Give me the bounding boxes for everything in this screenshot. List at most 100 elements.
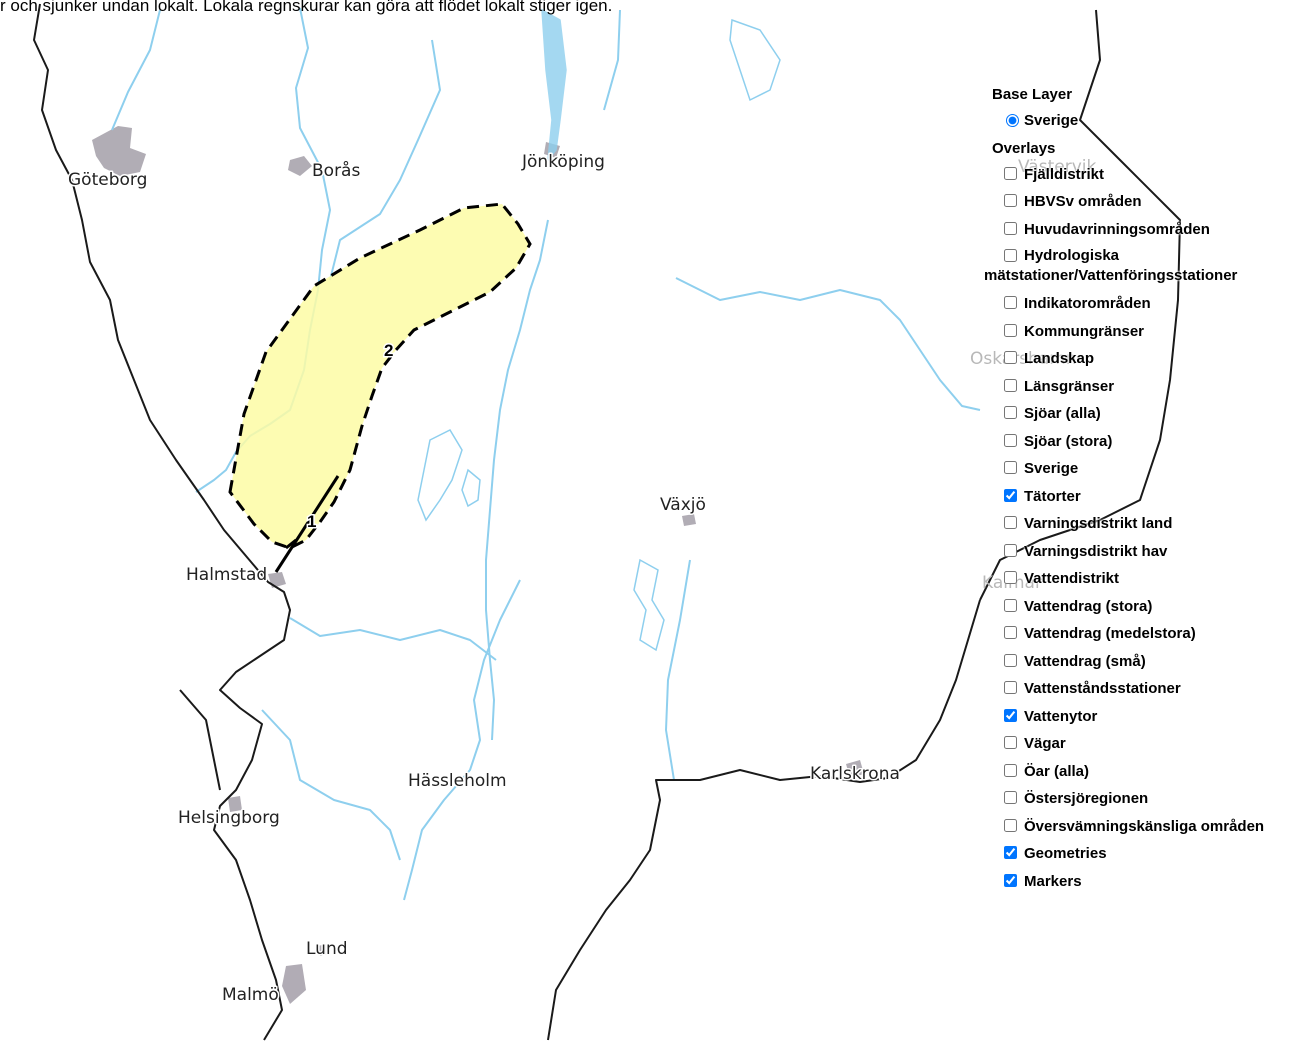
overlay-checkbox[interactable] [1004,433,1017,447]
overlay-label[interactable]: Hydrologiska mätstationer/Vattenföringss… [984,247,1238,284]
town-label: Jönköping [521,152,605,172]
overlay-label[interactable]: Vattenytor [1024,707,1098,725]
overlay-checkbox[interactable] [1004,194,1017,207]
overlay-option[interactable]: Vattenytor [984,706,1298,734]
overlay-checkbox[interactable] [1004,598,1017,612]
river-lagan [485,219,549,741]
overlay-checkbox[interactable] [1004,653,1017,667]
town-label: Helsingborg [178,808,280,828]
overlay-option[interactable]: Hydrologiska mätstationer/Vattenföringss… [984,246,1298,286]
overlay-checkbox[interactable] [1004,378,1017,392]
overlay-checkbox[interactable] [1004,763,1017,777]
overlay-option[interactable]: Vägar [984,733,1298,761]
overlay-label[interactable]: Vägar [1024,735,1066,752]
overlay-checkbox[interactable] [1004,323,1017,337]
river-halmstad-east [289,617,497,661]
overlay-checkbox[interactable] [1004,516,1017,529]
overlay-checkbox[interactable] [1004,351,1017,364]
overlay-option[interactable]: Sjöar (alla) [984,403,1298,431]
overlay-label[interactable]: Öar (alla) [1024,762,1090,780]
overlay-label[interactable]: Östersjöregionen [1024,790,1149,807]
warning-area-1[interactable] [274,475,340,573]
warning-marker-2[interactable]: 2 [383,340,395,362]
overlay-label[interactable]: Vattendistrikt [1024,570,1120,587]
overlay-label[interactable]: Markers [1024,872,1082,890]
overlay-label[interactable]: Vattendrag (medelstora) [1024,625,1196,642]
overlay-label[interactable]: Geometries [1024,845,1107,862]
overlay-checkbox[interactable] [1004,296,1017,309]
overlay-option[interactable]: HBVSv områden [984,191,1298,219]
overlay-label[interactable]: Tätorter [1024,487,1081,505]
overlay-option[interactable]: Landskap [984,348,1298,376]
malmo-urban-area [282,964,306,1004]
town-label: Lund [306,939,348,959]
overlay-label[interactable]: Sjöar (alla) [1024,405,1101,422]
overlay-option[interactable]: Vattenståndsstationer [984,678,1298,706]
overlay-label[interactable]: Varningsdistrikt land [1024,515,1173,532]
overlay-option[interactable]: Sverige [984,458,1298,486]
overlay-option[interactable]: Indikatorområden [984,293,1298,321]
overlay-checkbox[interactable] [1004,626,1017,639]
overlay-label[interactable]: Varningsdistrikt hav [1024,542,1168,560]
overlay-label[interactable]: Sverige [1024,460,1079,477]
overlay-option[interactable]: Vattendrag (medelstora) [984,623,1298,651]
overlay-checkbox[interactable] [1004,873,1017,887]
overlay-checkbox[interactable] [1004,681,1017,694]
overlay-option[interactable]: Geometries [984,843,1298,871]
overlay-label[interactable]: Vattendrag (stora) [1024,597,1153,615]
overlay-checkbox[interactable] [1004,571,1017,584]
overlay-option[interactable]: Länsgränser [984,376,1298,404]
base-layer-option[interactable]: Sverige [984,110,1298,138]
overlay-label[interactable]: Landskap [1024,350,1095,367]
warning-area-1-crossing[interactable] [285,538,297,550]
overlay-option[interactable]: Vattendistrikt [984,568,1298,596]
overlay-checkbox[interactable] [1004,249,1017,262]
overlay-option[interactable]: Huvudavrinningsområden [984,219,1298,247]
base-layer-label[interactable]: Sverige [1024,112,1079,129]
overlay-checkbox[interactable] [1004,543,1017,557]
overlay-option[interactable]: Vattendrag (stora) [984,596,1298,624]
coastline-west [33,3,291,1041]
river-helge-a [403,579,521,901]
river-oskarshamn [675,277,981,411]
lund-urban-area [318,944,328,956]
town-label: Halmstad [186,565,267,585]
overlay-option[interactable]: Fjälldistrikt [984,164,1298,192]
warning-marker-1[interactable]: 1 [306,511,318,533]
coastline-skane-southwest [179,689,221,791]
overlay-option[interactable]: Markers [984,871,1298,899]
overlay-label[interactable]: Kommungränser [1024,322,1145,340]
overlay-option[interactable]: Öar (alla) [984,761,1298,789]
overlay-checkbox[interactable] [1004,818,1017,832]
overlay-label[interactable]: Sjöar (stora) [1024,432,1113,450]
overlay-checkbox[interactable] [1004,461,1017,474]
overlay-label[interactable]: Huvudavrinningsområden [1024,220,1210,238]
overlay-option[interactable]: Östersjöregionen [984,788,1298,816]
base-layer-radio[interactable] [1006,114,1019,127]
overlay-option[interactable]: Kommungränser [984,321,1298,349]
overlay-checkbox[interactable] [1004,406,1017,419]
overlay-checkbox[interactable] [1004,846,1017,859]
overlay-checkbox[interactable] [1004,166,1017,180]
overlay-option[interactable]: Översvämningskänsliga områden [984,816,1298,844]
overlay-label[interactable]: Vattendrag (små) [1024,652,1146,670]
overlay-option[interactable]: Vattendrag (små) [984,651,1298,679]
overlay-checkbox[interactable] [1004,221,1017,235]
lake-bolmen [417,429,463,522]
overlay-label[interactable]: Länsgränser [1024,377,1115,395]
overlay-checkbox[interactable] [1004,488,1017,502]
overlay-label[interactable]: Översvämningskänsliga områden [1024,817,1265,835]
overlay-checkbox[interactable] [1004,708,1017,722]
overlay-option[interactable]: Sjöar (stora) [984,431,1298,459]
overlay-option[interactable]: Tätorter [984,486,1298,514]
overlay-label[interactable]: Fjälldistrikt [1024,165,1105,183]
overlay-checkbox[interactable] [1004,791,1017,804]
overlay-option[interactable]: Varningsdistrikt land [984,513,1298,541]
overlay-label[interactable]: Indikatorområden [1024,295,1151,312]
overlay-option[interactable]: Varningsdistrikt hav [984,541,1298,569]
overlay-label[interactable]: Vattenståndsstationer [1024,680,1181,697]
overlay-checkbox[interactable] [1004,736,1017,749]
overlay-label[interactable]: HBVSv områden [1024,193,1142,210]
warning-area-2[interactable] [228,202,532,550]
